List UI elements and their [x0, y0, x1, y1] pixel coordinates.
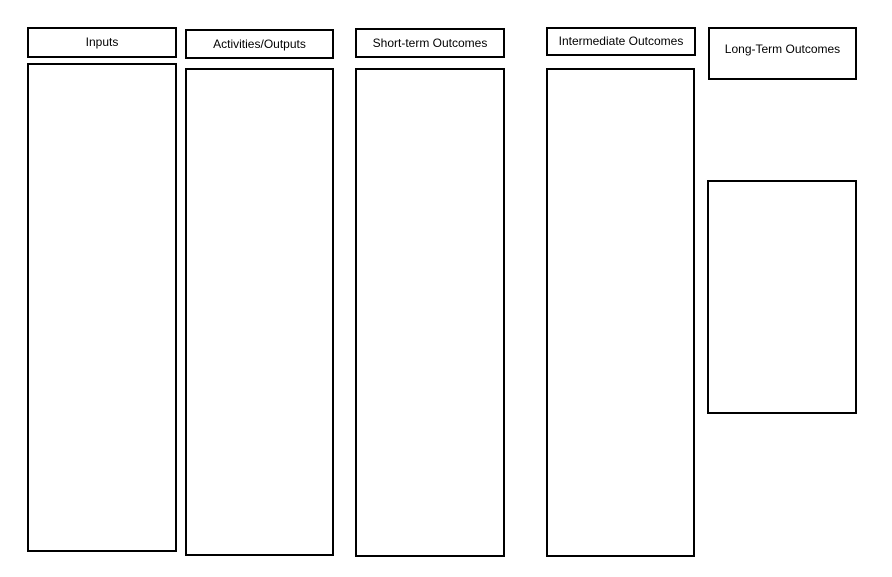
- column-label-short-term-outcomes: Short-term Outcomes: [372, 35, 488, 50]
- column-header-long-term-outcomes: Long-Term Outcomes: [708, 27, 857, 80]
- column-body-activities-outputs[interactable]: [185, 68, 334, 556]
- column-body-inputs[interactable]: [27, 63, 177, 552]
- column-header-short-term-outcomes: Short-term Outcomes: [355, 28, 505, 58]
- column-body-long-term-outcomes[interactable]: [707, 180, 857, 414]
- column-header-intermediate-outcomes: Intermediate Outcomes: [546, 27, 696, 56]
- column-body-short-term-outcomes[interactable]: [355, 68, 505, 557]
- column-header-activities-outputs: Activities/Outputs: [185, 29, 334, 59]
- column-label-intermediate-outcomes: Intermediate Outcomes: [558, 34, 684, 48]
- column-header-inputs: Inputs: [27, 27, 177, 58]
- column-label-inputs: Inputs: [85, 35, 119, 49]
- column-body-intermediate-outcomes[interactable]: [546, 68, 695, 557]
- column-label-long-term-outcomes: Long-Term Outcomes: [724, 42, 841, 56]
- column-label-activities-outputs: Activities/Outputs: [213, 36, 306, 51]
